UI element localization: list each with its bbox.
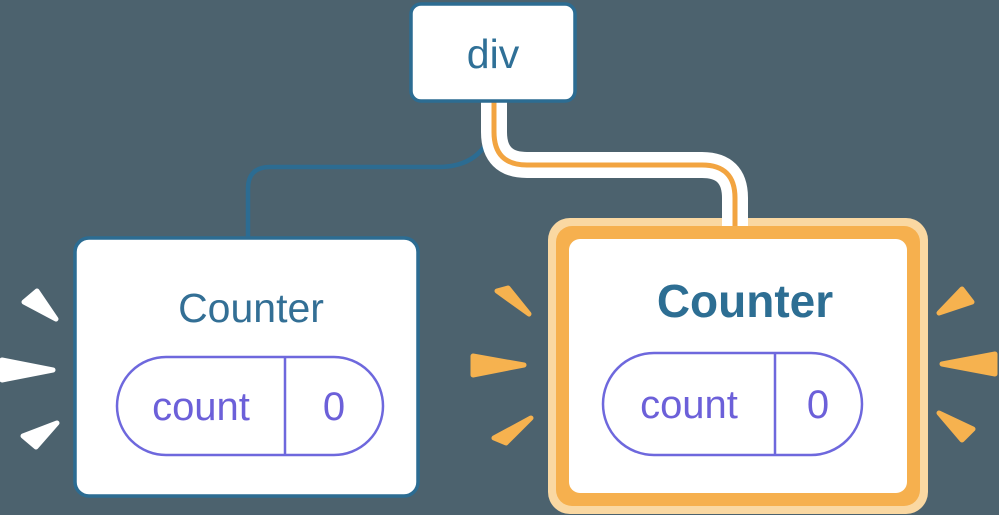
left-state-key: count	[152, 385, 250, 429]
burst-icon	[491, 415, 534, 446]
right-state-value: 0	[807, 383, 829, 427]
root-node-box	[409, 2, 577, 103]
burst-icon	[470, 353, 527, 378]
burst-icon	[939, 351, 998, 377]
burst-icon	[936, 286, 975, 316]
pill-outline	[601, 351, 864, 457]
burst-icon	[0, 357, 56, 383]
right-counter-label: Counter	[657, 275, 833, 327]
right-state-key: count	[640, 383, 738, 427]
burst-icon	[21, 288, 59, 322]
connector-right	[491, 100, 738, 236]
connector-left	[245, 102, 500, 240]
burst-group-left	[0, 288, 60, 450]
burst-icon	[20, 420, 60, 450]
burst-icon	[936, 410, 976, 443]
left-counter-label: Counter	[178, 285, 324, 331]
right-state-pill	[601, 351, 864, 457]
left-state-pill	[115, 355, 385, 457]
pill-outline	[115, 355, 385, 457]
burst-group-right	[936, 286, 998, 443]
burst-group-middle	[470, 285, 534, 446]
root-node-label: div	[467, 31, 520, 77]
left-state-value: 0	[323, 385, 345, 429]
burst-icon	[494, 285, 532, 317]
